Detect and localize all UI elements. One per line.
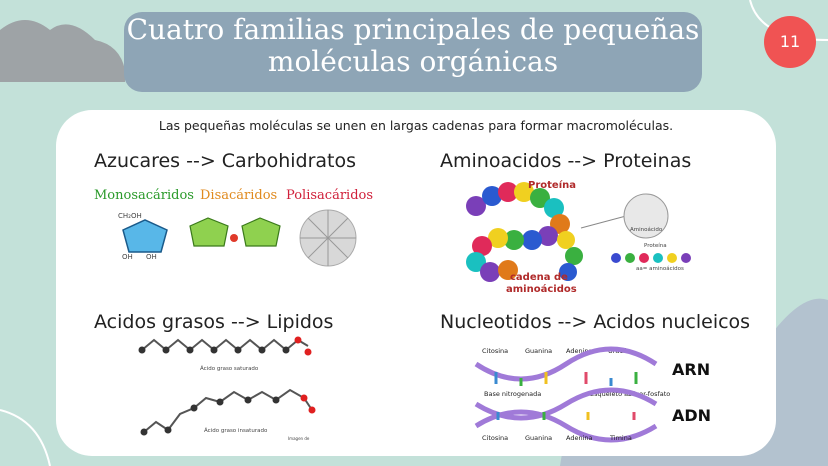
disaccharide-molecule (189, 217, 281, 247)
title-box (124, 12, 702, 92)
protein-chain-illustration (456, 178, 710, 298)
polysaccharide-cluster (299, 209, 357, 267)
image-credit: Imagen de (288, 436, 310, 441)
heading-carbohydrates: Azucares --> Carbohidratos (94, 150, 357, 172)
label-insaturado: Ácido graso insaturado (204, 428, 268, 434)
label-timina: Timina (610, 434, 632, 442)
decorative-arc-bottom-left (0, 409, 51, 466)
label-oh-2: OH (146, 253, 157, 261)
unsaturated-fatty-acid-molecule (140, 388, 316, 436)
label-guanina-bottom: Guanina (525, 434, 553, 442)
label-polisacaridos: Polisacáridos (286, 188, 374, 203)
label-guanina-top: Guanina (525, 347, 553, 355)
label-cadena: cadena de (510, 272, 568, 283)
subtitle: Las pequeñas moléculas se unen en largas… (158, 118, 674, 133)
label-arn: ARN (672, 360, 711, 379)
label-adenina-bottom: Adenina (566, 434, 593, 442)
heading-lipids: Acidos grasos --> Lipidos (94, 311, 334, 333)
label-aminoacidos: aminoácidos (506, 284, 577, 295)
dna-double-helix (474, 387, 658, 443)
label-citosina-top: Citosina (482, 347, 509, 355)
heading-nucleic-acids: Nucleotidos --> Acidos nucleicos (440, 311, 751, 333)
label-disacaridos: Disacáridos (200, 188, 278, 203)
label-monosacaridos: Monosacáridos (94, 188, 194, 203)
page-number-badge: 11 (764, 16, 816, 68)
label-saturado: Ácido graso saturado (200, 366, 259, 372)
label-citosina-bottom: Citosina (482, 434, 509, 442)
slide-title: Cuatro familias principales de pequeñas … (124, 14, 702, 78)
label-adenina-top: Adenina (566, 347, 593, 355)
label-aa: aa= aminoácidos (636, 266, 684, 272)
label-oh-1: OH (122, 253, 133, 261)
slide-title-line1: Cuatro familias principales de pequeñas (126, 13, 700, 46)
label-ch2oh: CH₂OH (118, 212, 142, 220)
rna-strand (474, 346, 658, 386)
saturated-fatty-acid-molecule (138, 336, 312, 356)
cloud-top-left (0, 20, 125, 82)
heading-proteins: Aminoacidos --> Proteinas (440, 150, 692, 172)
label-base-nitrogenada: Base nitrogenada (484, 390, 542, 398)
label-aminoacido: Aminoácido (630, 227, 663, 233)
label-adn: ADN (672, 406, 712, 425)
label-proteina-small: Proteína (644, 243, 667, 249)
label-proteina: Proteína (528, 180, 576, 191)
slide-title-line2: moléculas orgánicas (267, 45, 559, 78)
monosaccharide-ring (122, 219, 168, 253)
